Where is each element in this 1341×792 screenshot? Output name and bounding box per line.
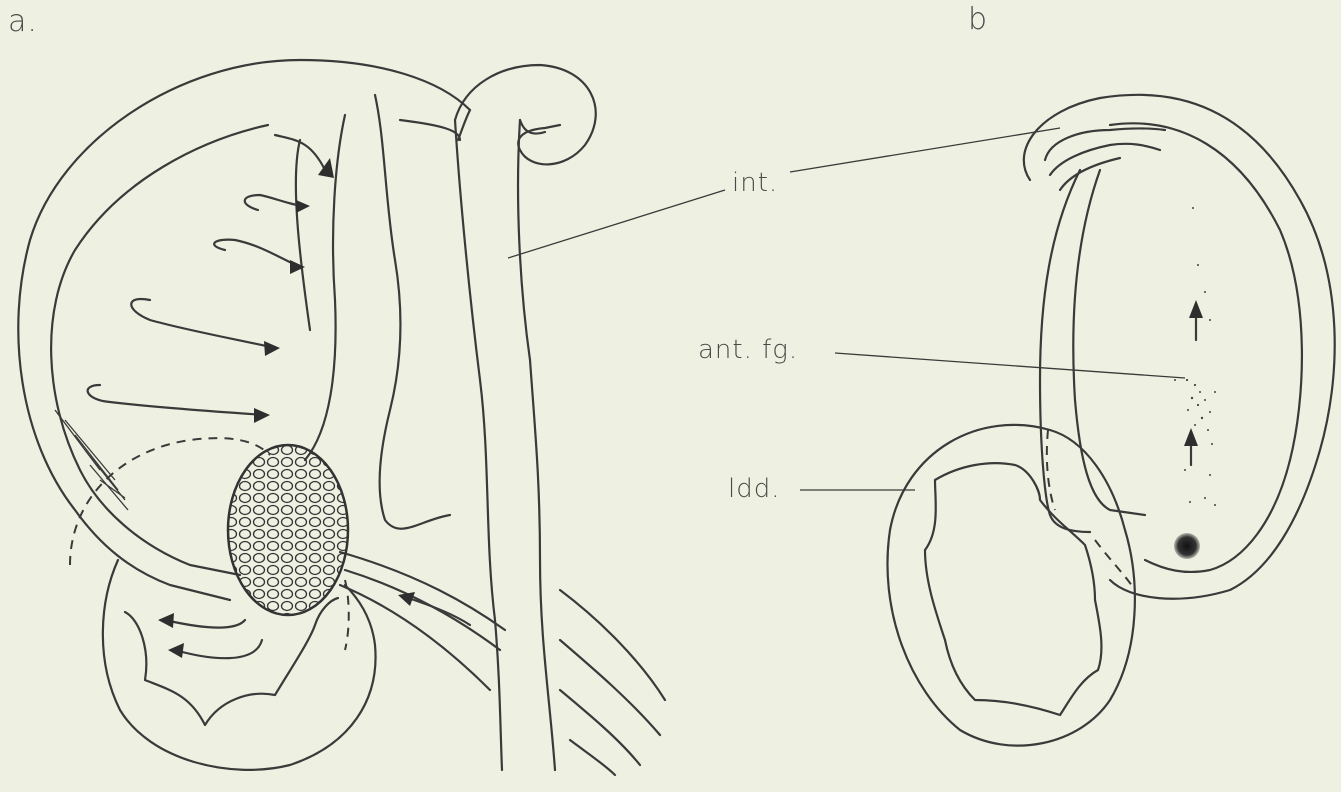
panel-b-head-fold-1 xyxy=(1045,129,1165,161)
arrow-a-6 xyxy=(165,620,245,628)
panel-a-ridge-3 xyxy=(400,120,460,140)
leader-ant-fg xyxy=(835,353,1185,378)
panel-a-stalk-right xyxy=(518,120,555,770)
leader-int-to-b xyxy=(790,128,1060,172)
panel-a-hatch-marks xyxy=(55,410,128,510)
panel-a-streak-4 xyxy=(560,590,665,700)
panel-a-lower-pouch-outer xyxy=(103,560,376,770)
panel-b-sac-left-wall xyxy=(1040,170,1090,532)
panel-b xyxy=(887,95,1334,746)
panel-a-head-curl xyxy=(455,65,596,164)
panel-a-dashed-boundary-2 xyxy=(345,580,349,650)
label-int: int. xyxy=(732,168,778,198)
panel-b-stipple xyxy=(1174,207,1216,506)
panel-a-ridge-4 xyxy=(296,140,310,330)
arrow-a-7 xyxy=(175,640,262,658)
panel-b-large-sac-outer xyxy=(1024,95,1335,599)
leader-lines xyxy=(508,128,1185,490)
panel-a xyxy=(18,60,665,775)
panel-b-small-sac-inner xyxy=(925,463,1101,715)
arrow-a-5 xyxy=(88,385,265,415)
panel-b-head-fold-3 xyxy=(1060,158,1120,190)
panel-a-stalk-left xyxy=(455,120,502,770)
panel-a-head-curl-inner xyxy=(520,120,545,134)
panel-b-head-fold-2 xyxy=(1050,144,1160,175)
panel-b-flow-arrows xyxy=(1184,300,1203,465)
panel-a-outer-outline-right xyxy=(458,110,470,140)
panel-b-dark-spot xyxy=(1174,533,1200,559)
panel-b-large-sac-inner xyxy=(1110,123,1302,572)
label-ldd: ldd. xyxy=(728,474,781,504)
label-ant-fg: ant. fg. xyxy=(698,335,798,365)
panel-a-streak-7 xyxy=(570,740,615,775)
panel-a-ridge-2 xyxy=(375,95,450,529)
panel-b-dashed-1 xyxy=(1047,430,1055,510)
panel-a-streak-5 xyxy=(560,640,660,735)
panel-a-label: a. xyxy=(8,4,38,39)
panel-a-streak-3 xyxy=(340,552,505,630)
panel-a-cell-mass xyxy=(228,445,348,615)
arrow-a-4 xyxy=(131,299,275,348)
panel-a-lower-pouch-inner xyxy=(125,598,338,725)
panel-b-sac-left-wall-2 xyxy=(1073,170,1145,515)
panel-b-small-sac-outer xyxy=(887,425,1134,746)
panel-b-label: b xyxy=(968,2,988,37)
arrow-a-3 xyxy=(214,240,300,267)
leader-int-to-a xyxy=(508,190,725,258)
